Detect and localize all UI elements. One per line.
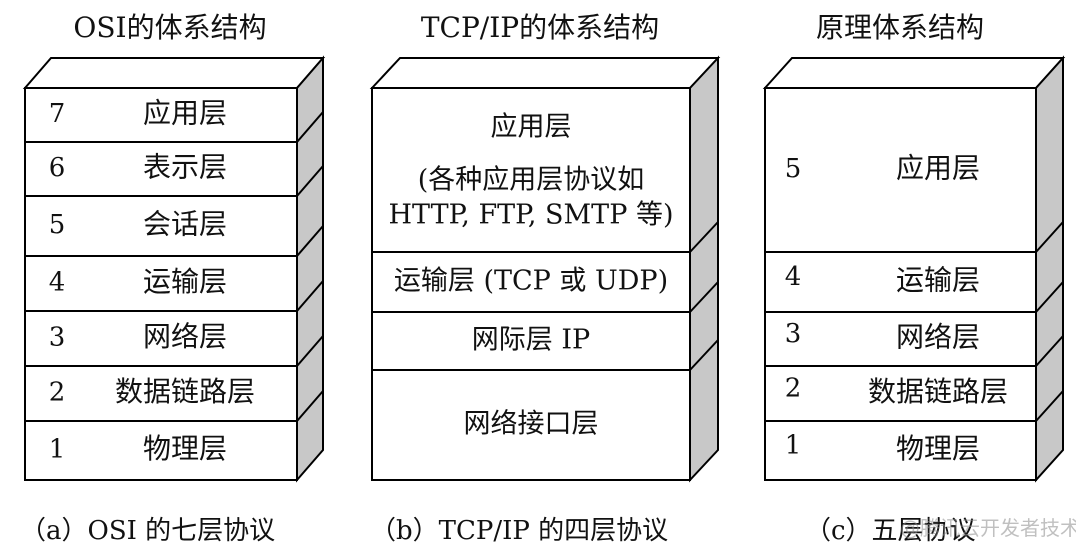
principle-layer-name: 运输层 [896,264,980,297]
tcpip-front-face [371,87,691,481]
osi-layer-name: 数据链路层 [115,375,255,408]
osi-layer-number: 7 [49,99,66,129]
principle-side-divider [1035,335,1064,367]
principle-front-face [764,87,1037,481]
osi-caption: （a）OSI 的七层协议 [20,516,276,546]
osi-layer-name: 会话层 [143,208,227,241]
osi-layer-number: 4 [49,268,66,298]
osi-side-divider [296,280,324,312]
osi-layer-name: 物理层 [143,432,227,465]
osi-layer-number: 5 [49,210,66,240]
tcpip-side-divider [689,339,719,371]
principle-title: 原理体系结构 [815,11,984,44]
tcpip-title: TCP/IP的体系结构 [420,11,660,44]
osi-layer-name: 网络层 [143,320,227,353]
tcpip-layer-label: HTTP, FTP, SMTP 等) [389,200,674,231]
tcpip-side-divider [689,221,719,253]
osi-layer-number: 3 [49,323,66,353]
principle-layer-name: 应用层 [896,152,980,185]
principle-layer-number: 4 [785,262,802,292]
osi-side-divider [296,390,324,422]
osi-top-face [22,57,326,89]
osi-side-divider [296,165,324,197]
tcpip-side-divider [689,281,719,313]
tcpip-caption: （b）TCP/IP 的四层协议 [370,516,669,546]
principle-side-divider [1035,221,1064,253]
osi-title: OSI的体系结构 [73,11,267,44]
osi-stack [22,55,326,483]
principle-layer-number: 2 [785,374,802,404]
principle-layer-name: 网络层 [896,321,980,354]
principle-side-divider [1035,281,1064,313]
osi-front-face [24,87,298,481]
tcpip-layer-label: 网络接口层 [464,409,599,440]
principle-layer-name: 数据链路层 [868,375,1008,408]
tcpip-layer-label: 网际层 IP [472,325,590,356]
principle-layer-name: 物理层 [896,432,980,465]
osi-side-divider [296,111,324,143]
principle-side-divider [1035,390,1064,422]
tcpip-layer-label: 运输层 (TCP 或 UDP) [394,266,668,297]
tcpip-top-face [369,57,721,89]
principle-caption: （c）五层协议 [805,516,976,546]
principle-layer-number: 1 [785,431,802,461]
principle-layer-number: 5 [785,154,802,184]
osi-side-divider [296,335,324,367]
osi-layer-number: 1 [49,435,66,465]
tcpip-side-face [689,55,719,483]
osi-layer-name: 应用层 [143,97,227,130]
principle-stack [762,55,1066,483]
principle-layer-number: 3 [785,319,802,349]
osi-layer-name: 运输层 [143,265,227,298]
osi-layer-number: 2 [49,378,66,408]
osi-side-divider [296,225,324,257]
osi-layer-name: 表示层 [143,151,227,184]
osi-layer-number: 6 [49,153,66,183]
watermark: @腾讯云开发者技术社区 [900,516,1076,540]
tcpip-layer-label: (各种应用层协议如 [418,165,645,196]
tcpip-stack [369,55,721,483]
principle-top-face [762,57,1066,89]
tcpip-layer-label: 应用层 [491,112,572,143]
